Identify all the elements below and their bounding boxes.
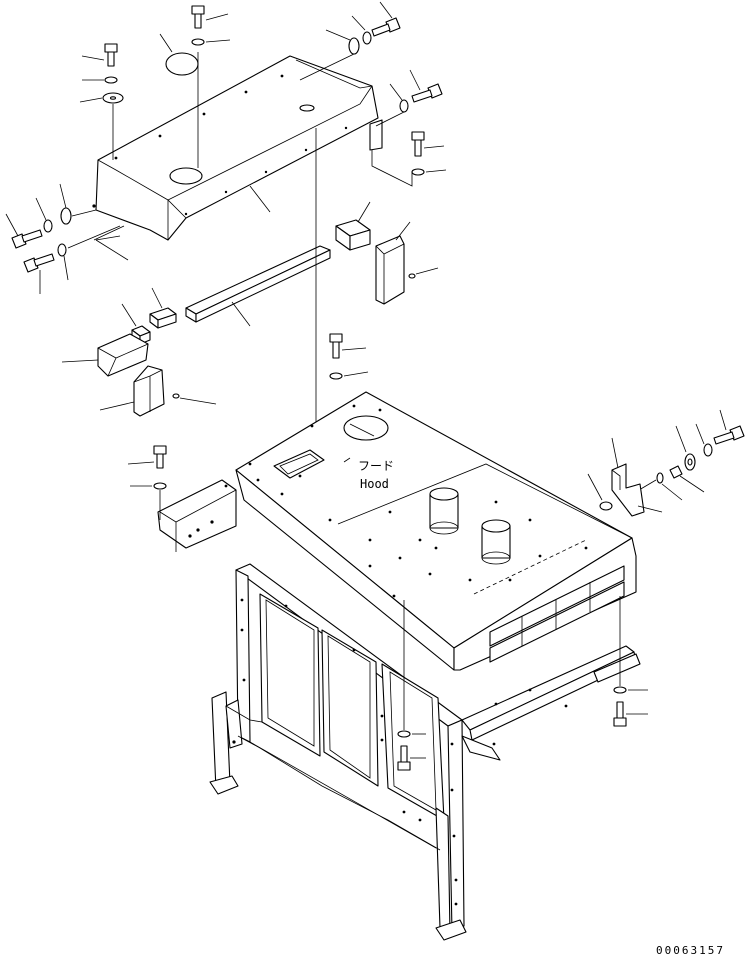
hood-label-jp: フード (358, 459, 394, 473)
cover-bracket-left (62, 334, 148, 376)
washer (130, 483, 166, 520)
rubber-block-right (336, 202, 370, 250)
cover-slot (300, 105, 314, 111)
bolt (412, 132, 444, 156)
bolt (192, 6, 228, 28)
muffler-left (430, 488, 458, 534)
seal-bar (186, 246, 330, 326)
bolt (24, 254, 54, 294)
washer (696, 424, 712, 456)
bolt (372, 2, 400, 36)
washer (58, 226, 120, 280)
washer (192, 39, 230, 45)
bolt (82, 44, 117, 66)
washer (372, 150, 446, 186)
guard-bracket-right (376, 222, 410, 304)
bolt (128, 446, 166, 468)
louver-grille (490, 566, 624, 662)
washer (376, 84, 408, 126)
bolt (410, 70, 442, 102)
hood (158, 392, 636, 670)
bolt-group-left (6, 184, 128, 294)
pin (173, 394, 216, 404)
cap-plate (160, 34, 198, 75)
stay-bracket (612, 438, 662, 516)
small-block-left (150, 288, 176, 328)
bolt (330, 334, 366, 358)
hood-label: フード Hood (344, 458, 394, 491)
upper-cover (92, 56, 382, 240)
washer (614, 687, 648, 693)
washer (398, 731, 426, 737)
large-washer (60, 184, 96, 224)
cover-bracket-left-2 (100, 366, 164, 416)
hood-label-en: Hood (360, 477, 389, 491)
pin (409, 268, 438, 278)
washer (330, 372, 368, 379)
large-washer (80, 93, 123, 160)
fill-opening (344, 416, 388, 440)
bolt-group-top-right (300, 2, 446, 186)
bolt-group-lower (398, 596, 648, 770)
bolt (6, 214, 42, 248)
bolt (614, 702, 648, 726)
washer (588, 474, 612, 510)
lock-washer (352, 16, 371, 44)
cover-opening (170, 168, 202, 184)
bolt-group-hood-left (128, 334, 368, 520)
radiator-frame (210, 564, 640, 940)
bolt (398, 746, 426, 770)
large-washer (676, 426, 695, 470)
nut (670, 466, 704, 492)
lock-washer (36, 198, 52, 232)
muffler-right (482, 520, 510, 564)
large-washer (300, 30, 359, 80)
bolt-group-hood-right (588, 410, 744, 516)
bolt (714, 410, 744, 444)
figure-code: 00063157 (656, 944, 725, 957)
washer (82, 77, 117, 83)
bolt-group-top-left (80, 6, 230, 160)
